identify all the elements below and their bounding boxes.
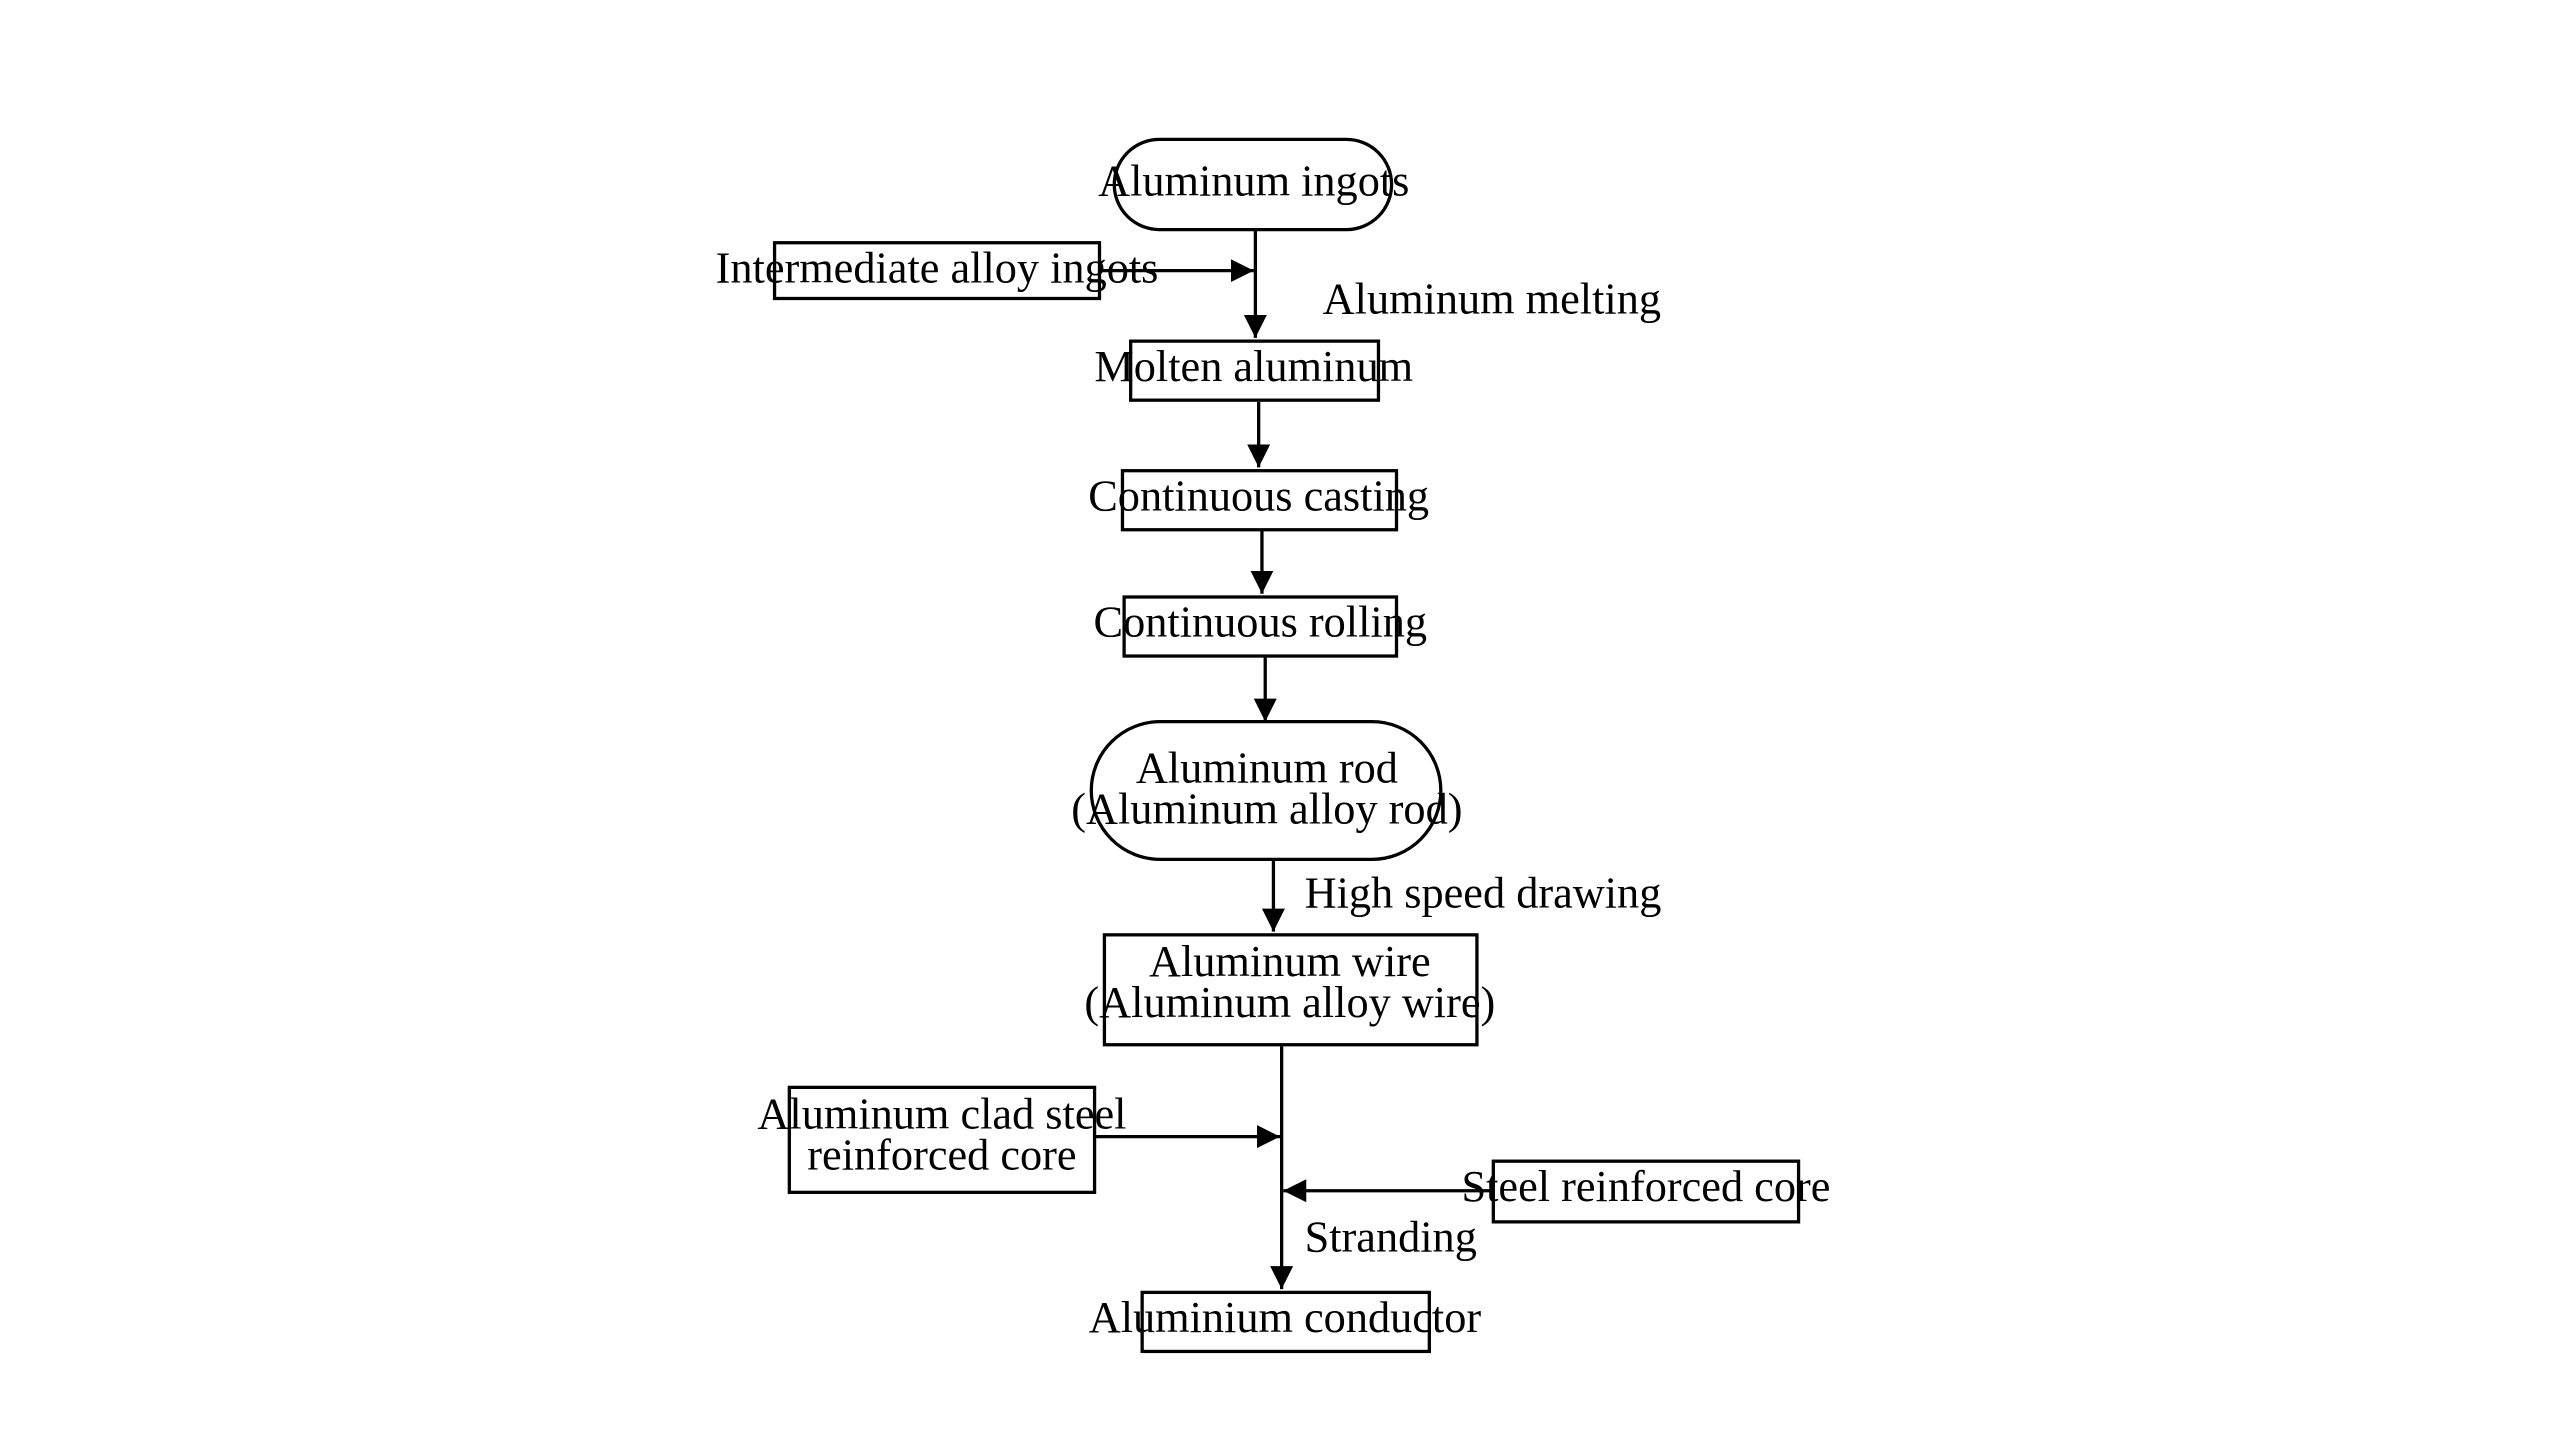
node-aluminum-wire-line2: (Aluminum alloy wire) bbox=[1084, 978, 1495, 1027]
node-steel-reinforced-core: Steel reinforced core bbox=[1461, 1159, 1830, 1224]
node-aluminum-rod: Aluminum rod (Aluminum alloy rod) bbox=[1071, 719, 1462, 862]
node-continuous-rolling: Continuous rolling bbox=[1094, 595, 1427, 658]
node-intermediate-alloy-ingots: Intermediate alloy ingots bbox=[716, 241, 1159, 301]
edges bbox=[1094, 229, 1494, 1290]
node-aluminum-wire: Aluminum wire (Aluminum alloy wire) bbox=[1084, 933, 1495, 1047]
node-aluminum-wire-line1: Aluminum wire bbox=[1149, 937, 1431, 986]
node-aluminium-conductor: Aluminium conductor bbox=[1089, 1290, 1482, 1354]
edge-label-aluminum-melting: Aluminum melting bbox=[1323, 275, 1661, 324]
node-molten-aluminum: Molten aluminum bbox=[1094, 339, 1413, 402]
node-aluminium-conductor-label: Aluminium conductor bbox=[1089, 1293, 1482, 1342]
node-steel-reinforced-core-label: Steel reinforced core bbox=[1461, 1162, 1830, 1211]
node-aluminum-clad-steel-core-line1: Aluminum clad steel bbox=[757, 1090, 1126, 1139]
node-aluminum-ingots-label: Aluminum ingots bbox=[1098, 157, 1409, 206]
node-continuous-casting-label: Continuous casting bbox=[1088, 471, 1429, 520]
node-continuous-casting: Continuous casting bbox=[1088, 469, 1429, 532]
edge-label-high-speed-drawing: High speed drawing bbox=[1305, 868, 1662, 917]
node-molten-aluminum-label: Molten aluminum bbox=[1094, 342, 1413, 391]
node-intermediate-alloy-ingots-label: Intermediate alloy ingots bbox=[716, 243, 1159, 292]
node-aluminum-rod-line1: Aluminum rod bbox=[1136, 744, 1398, 793]
node-aluminum-rod-line2: (Aluminum alloy rod) bbox=[1071, 785, 1462, 834]
node-aluminum-clad-steel-core: Aluminum clad steel reinforced core bbox=[757, 1085, 1126, 1194]
node-aluminum-clad-steel-core-line2: reinforced core bbox=[807, 1131, 1076, 1180]
edge-label-stranding: Stranding bbox=[1305, 1213, 1477, 1262]
node-continuous-rolling-label: Continuous rolling bbox=[1094, 598, 1427, 647]
node-aluminum-ingots: Aluminum ingots bbox=[1098, 137, 1409, 232]
